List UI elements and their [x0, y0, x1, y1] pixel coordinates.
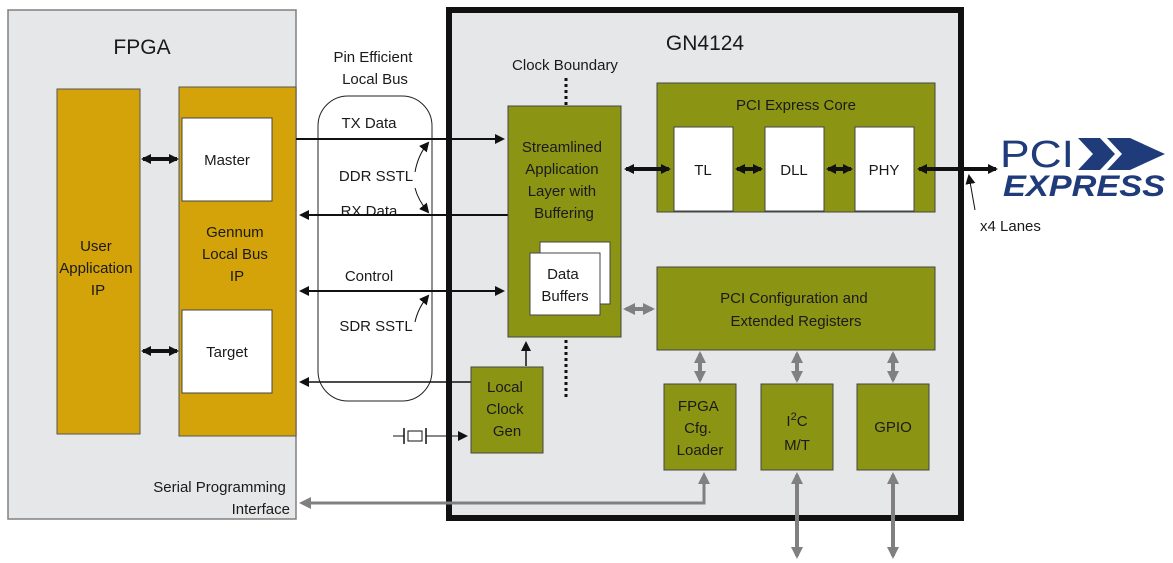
master-block [181, 117, 273, 202]
express-logo-text: EXPRESS [1003, 170, 1165, 203]
clock-boundary-label: Clock Boundary [512, 57, 618, 74]
local-bus-ip-label: Gennum Local Bus IP [202, 224, 272, 285]
master-label: Master [204, 152, 250, 169]
tl-block [673, 126, 734, 212]
fpga-cfg-loader-label: FPGA Cfg. Loader [677, 398, 724, 459]
pci-express-core-label: PCI Express Core [736, 97, 856, 114]
dll-label: DLL [780, 162, 808, 179]
pci-logo-chevrons [1078, 138, 1165, 170]
data-buffers-label: Data Buffers [541, 266, 588, 305]
sdr-callout [414, 294, 430, 323]
application-layer-label: Streamlined Application Layer with Buffe… [522, 139, 606, 222]
fpga-cfg-loader-block [663, 383, 737, 471]
phy-label: PHY [869, 162, 900, 179]
ddr-callout-down [414, 187, 430, 214]
serial-programming-arrow [299, 472, 710, 509]
config-registers-block [656, 266, 936, 351]
fpga-title: FPGA [113, 36, 170, 59]
config-registers-label: PCI Configuration and Extended Registers [720, 290, 872, 330]
local-bus-capsule [317, 95, 433, 402]
gn4124-title: GN4124 [666, 32, 745, 55]
gpio-block [856, 383, 930, 471]
i2c-label: I2C [786, 411, 807, 430]
rx-data-label: RX Data [341, 203, 398, 220]
lanes-callout [965, 174, 976, 211]
lanes-label: x4 Lanes [980, 218, 1041, 235]
local-clock-gen-block [470, 366, 544, 454]
local-clock-gen-label: Local Clock Gen [486, 379, 528, 440]
user-application-ip-block [56, 88, 141, 435]
sdr-sstl-label: SDR SSTL [339, 318, 412, 335]
tl-label: TL [694, 162, 712, 179]
tx-data-label: TX Data [341, 115, 397, 132]
target-label: Target [206, 344, 249, 361]
local-bus-title: Pin Efficient Local Bus [333, 49, 416, 88]
user-application-ip-label: User Application IP [59, 238, 137, 299]
ddr-callout-up [414, 141, 430, 173]
data-buffers-block [529, 252, 601, 316]
ddr-sstl-label: DDR SSTL [339, 168, 413, 185]
control-label: Control [345, 268, 393, 285]
serial-programming-label: Serial Programming Interface [153, 479, 290, 518]
i2c-block [760, 383, 834, 471]
pci-logo-text: PCI [1000, 134, 1074, 176]
crystal-oscillator-icon [393, 428, 468, 444]
gpio-label: GPIO [874, 419, 912, 436]
i2c-mt-label: M/T [784, 437, 810, 454]
pci-express-logo: PCI EXPRESS [1000, 134, 1165, 203]
phy-block [854, 126, 915, 212]
dll-block [764, 126, 825, 212]
target-block [181, 309, 273, 394]
